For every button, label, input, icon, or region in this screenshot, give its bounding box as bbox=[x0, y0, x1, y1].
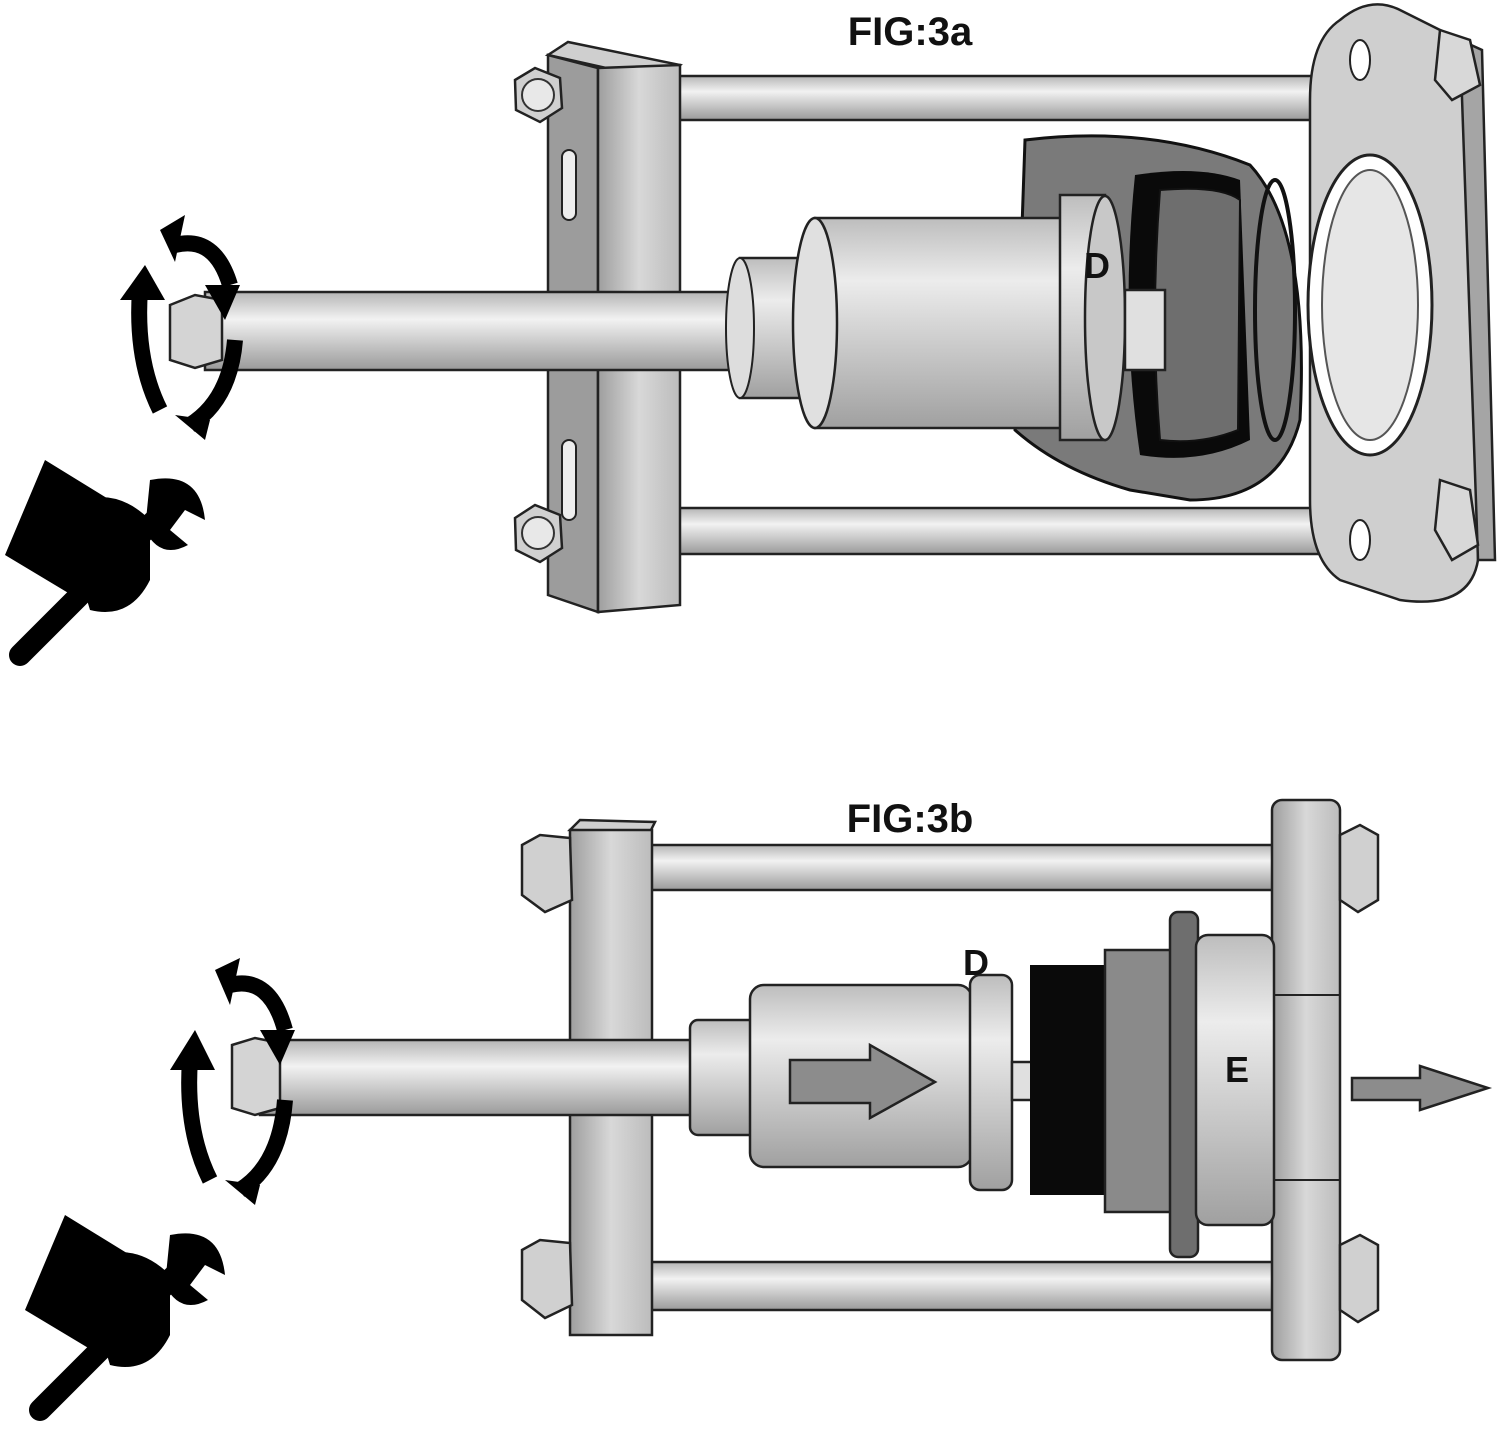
nut bbox=[520, 833, 574, 914]
rotation-arrows-icon bbox=[170, 958, 295, 1205]
figure-3b: FIG:3b D E bbox=[25, 797, 1493, 1421]
push-arrow-icon bbox=[788, 1042, 938, 1121]
output-arrow-icon bbox=[1350, 1064, 1493, 1112]
bushing bbox=[1030, 965, 1108, 1195]
threaded-shaft bbox=[203, 290, 807, 372]
figure-3a: FIG:3a bbox=[5, 3, 1497, 666]
nut bbox=[520, 1238, 574, 1320]
nut bbox=[513, 503, 564, 564]
label-e: E bbox=[1225, 1049, 1249, 1090]
bottom-rod bbox=[668, 506, 1372, 556]
nut bbox=[1338, 823, 1380, 914]
right-plate bbox=[1270, 798, 1342, 1362]
rotation-arrows-icon bbox=[120, 215, 243, 440]
label-d: D bbox=[963, 942, 989, 983]
right-flange bbox=[1306, 3, 1497, 603]
nut bbox=[1338, 1233, 1380, 1324]
bushing-sleeve bbox=[1103, 948, 1175, 1214]
hand-wrench-icon bbox=[5, 460, 205, 666]
pressing-cylinder bbox=[813, 216, 1082, 430]
shaft-hex-head bbox=[168, 293, 224, 370]
figure-3a-caption: FIG:3a bbox=[848, 10, 973, 54]
top-rod bbox=[648, 843, 1277, 892]
bottom-rod bbox=[648, 1260, 1277, 1312]
washer-d bbox=[968, 973, 1014, 1192]
part-e bbox=[1194, 933, 1276, 1227]
nut bbox=[513, 66, 564, 124]
top-rod bbox=[668, 74, 1372, 122]
hand-wrench-icon bbox=[25, 1215, 225, 1421]
figure-3b-caption: FIG:3b bbox=[847, 797, 974, 841]
flange-disc bbox=[1168, 910, 1200, 1259]
threaded-shaft bbox=[258, 1038, 702, 1117]
label-d: D bbox=[1084, 245, 1110, 286]
